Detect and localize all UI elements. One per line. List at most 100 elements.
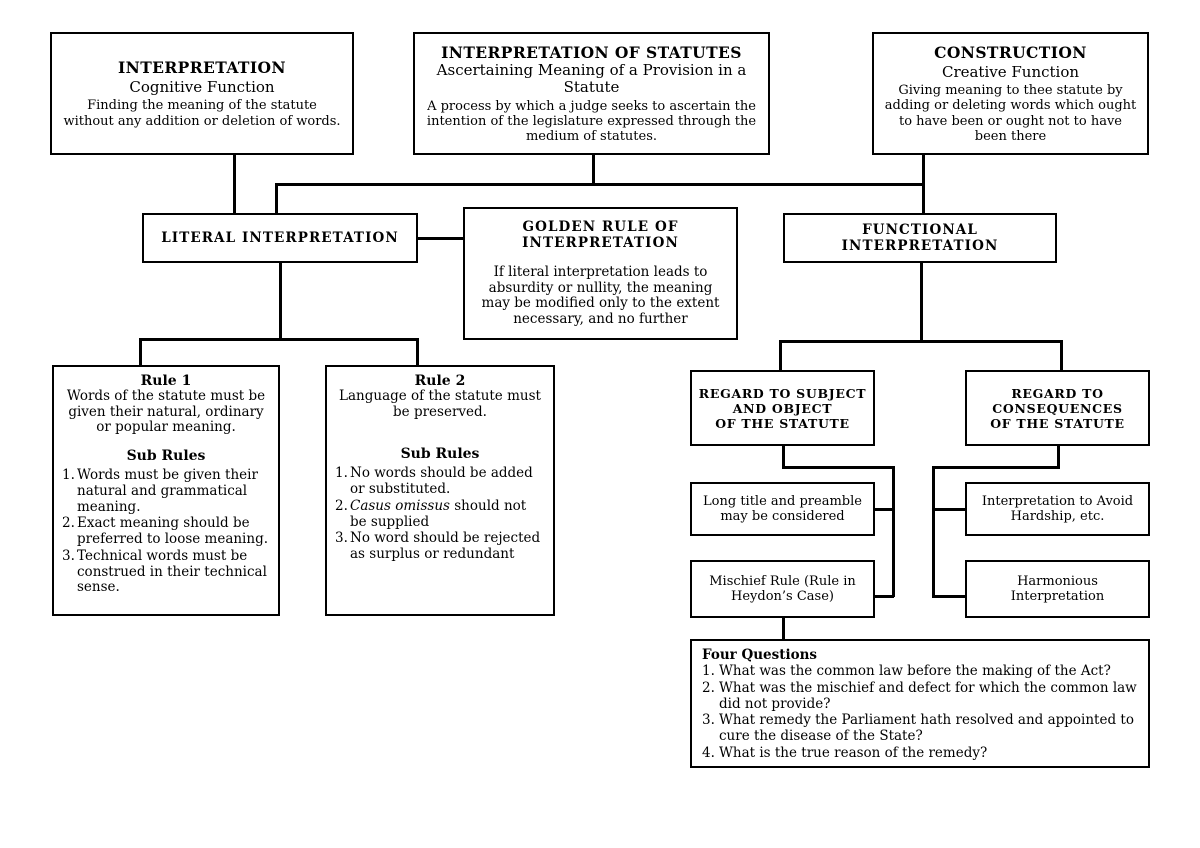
box-four-questions[interactable]: Four Questions 1.What was the common law… [690,639,1150,768]
rule2-intro: Language of the statute must be preserve… [339,388,541,420]
rule2-sub-1-num: 1. [335,465,348,482]
box-long-title-preamble[interactable]: Long title and preamble may be considere… [690,482,875,536]
connector-subject-drop [779,340,782,370]
rule1-sub-3-text: Technical words must be construed in the… [77,547,267,596]
connector-longtitle-in [872,508,894,511]
connector-functional-bus [779,340,1062,343]
list-item: 3.What remedy the Parliament hath resolv… [702,713,1138,745]
box-literal-interpretation[interactable]: LITERAL INTERPRETATION [142,213,418,263]
rule2-sub-list: 1.No words should be added or substitute… [335,465,545,563]
list-item: 1.What was the common law before the mak… [702,663,1138,680]
connector-ios-down [592,155,595,185]
construction-subtitle: Creative Function [941,63,1080,82]
box-golden-rule[interactable]: GOLDEN RULE OF INTERPRETATION If literal… [463,207,738,340]
rule1-sub-1-num: 1. [62,466,75,483]
connector-construction-down [922,155,925,215]
list-item: 4.What is the true reason of the remedy? [702,744,1138,762]
rule1-intro: Words of the statute must be given their… [66,388,266,436]
four-questions-3-text: What remedy the Parliament hath resolved… [719,712,1134,745]
rule1-sub-2-num: 2. [62,515,75,532]
box-regard-subject-object[interactable]: REGARD TO SUBJECT AND OBJECT OF THE STAT… [690,370,875,446]
connector-interpretation-down [233,155,236,215]
connector-mischief-in [872,595,894,598]
box-construction[interactable]: CONSTRUCTION Creative Function Giving me… [872,32,1149,155]
connector-consequences-elbow-top [932,466,1060,469]
rule2-sub-2-num: 2. [335,497,348,514]
connector-literal-golden [416,237,464,240]
hardship-line2: Hardship, etc. [1010,509,1105,524]
long-title-line2: may be considered [720,509,845,524]
four-questions-list: 1.What was the common law before the mak… [702,663,1138,762]
list-item: 3.No word should be rejected as surplus … [335,531,545,563]
connector-subject-bus [892,466,895,597]
connector-consequences-down [1057,445,1060,468]
ios-subtitle: Ascertaining Meaning of a Provision in a… [436,60,747,97]
connector-functional-down [920,262,923,342]
rule2-sub-2-text: should not be supplied [350,497,527,530]
long-title-line1: Long title and preamble [703,494,862,509]
four-questions-3-num: 3. [702,712,715,729]
connector-hardship-in [932,508,966,511]
box-interpretation[interactable]: INTERPRETATION Cognitive Function Findin… [50,32,354,155]
list-item: 1.No words should be added or substitute… [335,465,545,498]
rule2-sub-2-italic: Casus omissus [350,497,450,514]
box-regard-consequences[interactable]: REGARD TO CONSEQUENCES OF THE STATUTE [965,370,1150,446]
connector-subject-elbow-top [782,466,894,469]
interpretation-body: Finding the meaning of the statute witho… [63,98,341,129]
rule2-sub-1-text: No words should be added or substituted. [350,465,533,498]
connector-main-bus [275,183,925,186]
golden-body: If literal interpretation leads to absur… [481,264,720,327]
four-questions-2-text: What was the mischief and defect for whi… [719,679,1137,712]
consequences-line2: CONSEQUENCES [992,400,1123,416]
rule1-title: Rule 1 [140,373,192,389]
interpretation-title: INTERPRETATION [118,58,286,78]
connector-harmonious-in [932,595,966,598]
rule2-sub-3-text: No word should be rejected as surplus or… [350,530,541,563]
four-questions-1-text: What was the common law before the makin… [719,663,1111,679]
connector-subject-down [782,445,785,468]
four-questions-2-num: 2. [702,679,715,696]
ios-title: INTERPRETATION OF STATUTES [441,42,742,62]
rule2-title: Rule 2 [414,373,466,389]
four-questions-1-num: 1. [702,663,715,679]
hardship-line1: Interpretation to Avoid [981,494,1134,509]
consequences-line3: OF THE STATUTE [990,415,1125,431]
four-questions-4-text: What is the true reason of the remedy? [719,744,988,761]
connector-rules-bus [139,338,419,341]
consequences-line1: REGARD TO [1011,385,1104,401]
golden-title-line1: GOLDEN RULE OF [522,219,679,235]
subject-object-line3: OF THE STATUTE [715,415,850,431]
box-rule-1[interactable]: Rule 1 Words of the statute must be give… [52,365,280,616]
harmonious-line2: Interpretation [1010,589,1105,604]
connector-rule2-drop [416,338,419,366]
subject-object-line1: REGARD TO SUBJECT [698,385,867,401]
mischief-line1: Mischief Rule (Rule in [709,574,856,589]
box-avoid-hardship[interactable]: Interpretation to Avoid Hardship, etc. [965,482,1150,536]
list-item: 3.Technical words must be construed in t… [62,547,270,596]
rule1-sub-list: 1.Words must be given their natural and … [62,467,270,596]
rule2-sub-3-num: 3. [335,530,348,547]
interpretation-subtitle: Cognitive Function [129,78,275,97]
connector-consequences-bus [932,466,935,597]
connector-literal-down [279,262,282,340]
list-item: 1.Words must be given their natural and … [62,466,270,515]
box-rule-2[interactable]: Rule 2 Language of the statute must be p… [325,365,555,616]
connector-rule1-drop [139,338,142,366]
box-harmonious-interpretation[interactable]: Harmonious Interpretation [965,560,1150,618]
box-interpretation-of-statutes[interactable]: INTERPRETATION OF STATUTES Ascertaining … [413,32,770,155]
list-item: 2.Exact meaning should be preferred to l… [62,515,270,548]
rule1-sub-3-num: 3. [62,547,75,564]
rule1-sub-heading: Sub Rules [126,447,206,464]
list-item: 2.What was the mischief and defect for w… [702,679,1138,713]
subject-object-line2: AND OBJECT [732,400,833,416]
list-item: 2.Casus omissus should not be supplied [335,497,545,531]
functional-title: FUNCTIONAL INTERPRETATION [841,222,999,254]
ios-body: A process by which a judge seeks to asce… [426,98,757,144]
literal-title: LITERAL INTERPRETATION [161,230,399,246]
box-mischief-rule[interactable]: Mischief Rule (Rule in Heydon’s Case) [690,560,875,618]
box-functional-interpretation[interactable]: FUNCTIONAL INTERPRETATION [783,213,1057,263]
harmonious-line1: Harmonious [1017,574,1098,589]
mischief-line2: Heydon’s Case) [731,589,834,604]
four-questions-heading: Four Questions [702,647,818,663]
rule1-sub-2-text: Exact meaning should be preferred to loo… [77,515,269,548]
